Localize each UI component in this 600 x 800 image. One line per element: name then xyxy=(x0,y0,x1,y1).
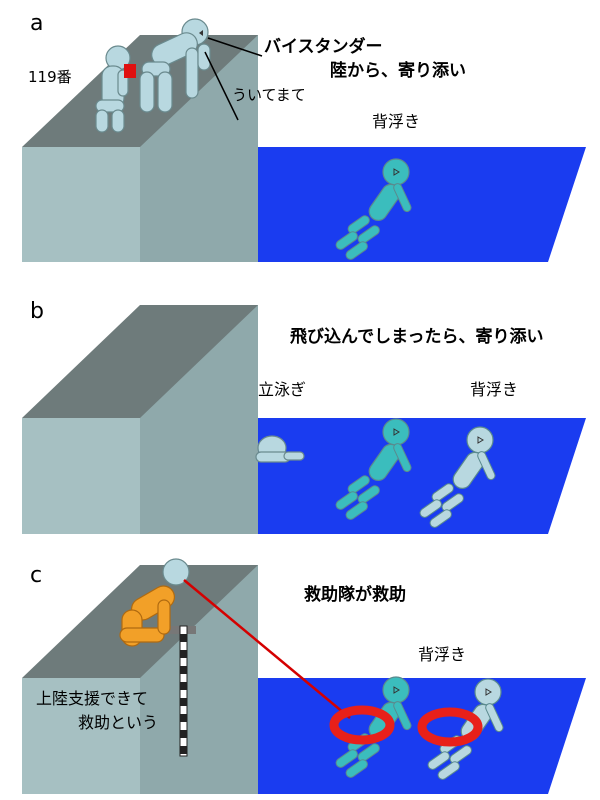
treading-person xyxy=(255,435,305,463)
rescuer-head xyxy=(162,558,190,586)
callout-line-bystander xyxy=(207,37,263,57)
quay-front xyxy=(22,147,140,262)
water-surface xyxy=(258,147,586,262)
bystander-title: バイスタンダー xyxy=(264,36,383,57)
backfloat-label-a: 背浮き xyxy=(372,112,420,131)
panel-letter-c: c xyxy=(30,563,42,588)
rescuer xyxy=(119,585,175,647)
panel-letter-a: a xyxy=(30,11,43,36)
backfloat-label-b: 背浮き xyxy=(470,380,518,399)
quay-side xyxy=(140,565,258,794)
rescue-rope xyxy=(183,579,351,719)
landing-support-line2: 救助という xyxy=(78,713,158,732)
quay-side xyxy=(140,305,258,534)
call-119-label: 119番 xyxy=(28,68,72,86)
lifebuoy-icon xyxy=(329,705,395,745)
panel-b: b 飛び込んでしまったら、寄り添い 立泳ぎ 背浮き xyxy=(22,299,586,534)
phone-icon xyxy=(124,64,136,78)
ladder xyxy=(162,625,196,757)
bystander-action: 陸から、寄り添い xyxy=(330,60,466,81)
panel-a: a 119番 バイス xyxy=(22,11,586,262)
landing-support-line1: 上陸支援できて xyxy=(36,689,148,708)
jumped-in-label: 飛び込んでしまったら、寄り添い xyxy=(289,326,543,347)
treading-label: 立泳ぎ xyxy=(258,380,306,399)
bystander-caller xyxy=(95,45,131,133)
panel-letter-b: b xyxy=(30,299,44,324)
quay-side xyxy=(140,35,258,262)
panel-c: c 救助隊が救助 背浮き 上陸支援でき xyxy=(22,558,586,794)
lifebuoy-icon xyxy=(417,707,483,747)
quay-front xyxy=(22,418,140,534)
bystander-watcher xyxy=(139,18,211,113)
callout-line-instruction xyxy=(204,51,239,121)
quay-front xyxy=(22,678,140,794)
float-instruction: ういてまて xyxy=(232,86,306,104)
bystander-face-icon xyxy=(199,30,203,36)
rescue-team-label: 救助隊が救助 xyxy=(304,584,406,605)
backfloat-label-c: 背浮き xyxy=(418,645,466,664)
